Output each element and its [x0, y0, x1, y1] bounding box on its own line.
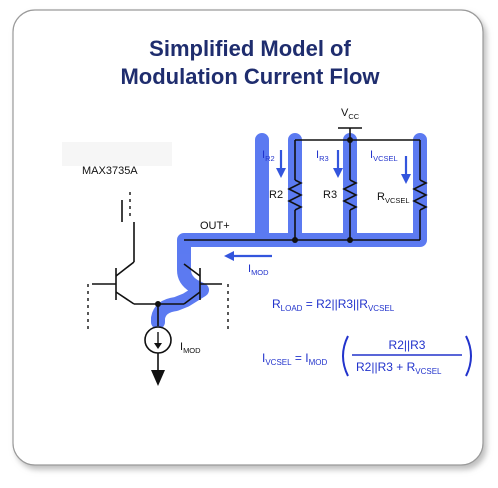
- dashed-lines: [87, 192, 229, 330]
- title-line-1: Simplified Model of: [149, 36, 351, 61]
- left-paren: [342, 335, 349, 377]
- resistor-rvcsel: [412, 179, 428, 211]
- i-mod-source-label: IMOD: [180, 341, 201, 355]
- right-paren: [465, 335, 472, 377]
- fraction-numerator: R2||R3: [389, 338, 426, 352]
- r2-label: R2: [269, 189, 283, 201]
- fraction-denominator: R2||R3 + RVCSEL: [356, 360, 442, 376]
- r3-label: R3: [323, 189, 337, 201]
- rvcsel-label: RVCSEL: [377, 191, 410, 205]
- chip-label-box: [62, 142, 172, 166]
- ivcsel-formula-lhs: IVCSEL = IMOD: [262, 351, 327, 367]
- current-arrows: [232, 150, 408, 258]
- chip-label: MAX3735A: [82, 165, 138, 177]
- i-r2-label: IR2: [262, 149, 275, 163]
- title-line-2: Modulation Current Flow: [120, 64, 380, 89]
- circuit-wires: [92, 127, 421, 370]
- resistor-r2: [287, 179, 303, 211]
- junction-dots: [155, 137, 353, 307]
- i-r3-label: IR3: [316, 149, 329, 163]
- current-arrowheads: [224, 168, 411, 261]
- i-mod-arrow-label: IMOD: [248, 263, 269, 277]
- resistor-r3: [342, 179, 358, 211]
- rload-formula: RLOAD = R2||R3||RVCSEL: [272, 297, 395, 313]
- ground-arrow: [151, 370, 165, 386]
- current-source-arrowhead: [154, 343, 162, 349]
- vcc-label: VCC: [341, 107, 360, 121]
- i-vcsel-label: IVCSEL: [370, 149, 398, 163]
- out-plus-label: OUT+: [200, 220, 230, 232]
